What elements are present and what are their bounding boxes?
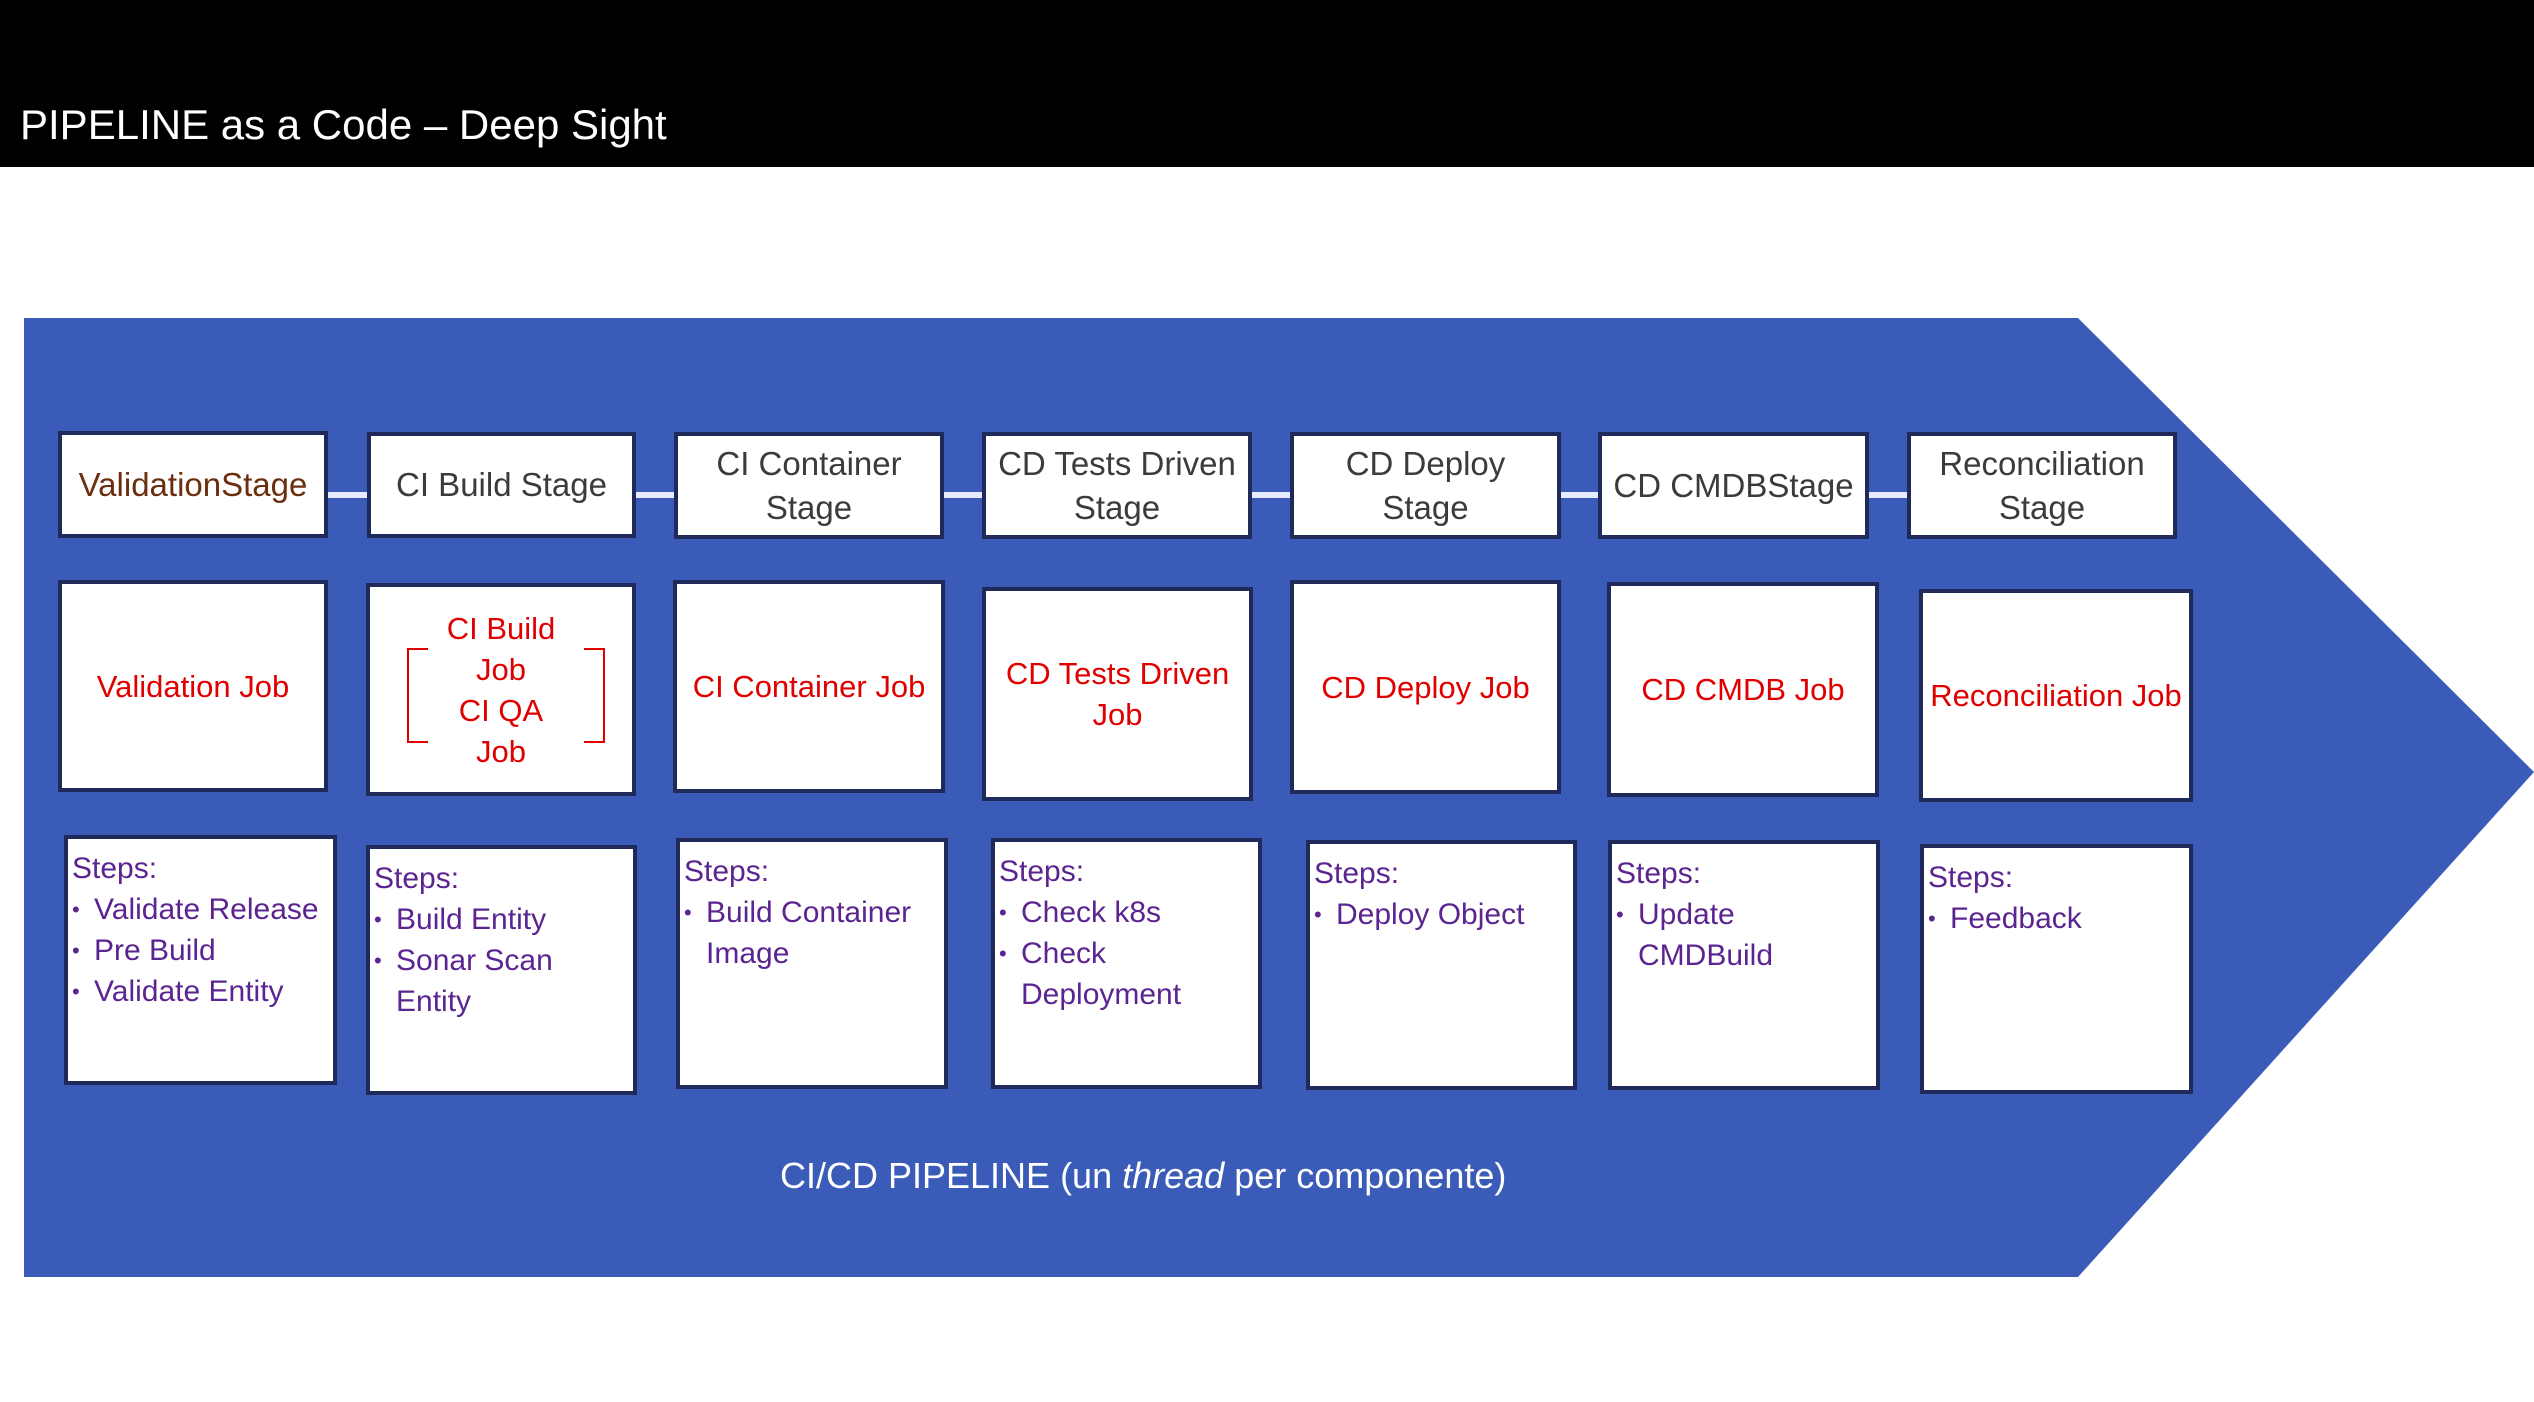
steps-box-cd-deploy: Steps: Deploy Object [1306,840,1577,1090]
steps-box-validation: Steps: Validate Release Pre Build Valida… [64,835,337,1085]
stage-box-validation: ValidationStage [58,431,328,538]
steps-list: Feedback [1928,898,2082,939]
stage-label: ValidationStage [78,465,308,503]
job-box-ci-build: CI Build Job CI QA Job [366,583,636,796]
steps-box-ci-build: Steps: Build Entity Sonar Scan Entity [366,845,637,1095]
bracket-icon [407,648,605,743]
steps-title: Steps: [684,855,770,888]
steps-list: Update CMDBuild [1616,894,1773,976]
stage-connectors [328,492,1907,498]
page-title: PIPELINE as a Code – Deep Sight [20,101,667,148]
stage-box-ci-container: CI Container Stage [674,432,944,539]
stage-label: Reconciliation Stage [1939,444,2145,526]
steps-list: Validate Release Pre Build Validate Enti… [72,889,319,1012]
stage-connector [1869,492,1907,498]
step-item: Check k8s [999,892,1181,933]
steps-box-ci-container: Steps: Build Container Image [676,838,948,1089]
title-bar: PIPELINE as a Code – Deep Sight [0,0,2534,167]
steps-title: Steps: [1616,857,1702,890]
job-label: CD Tests Driven Job [1005,656,1230,732]
stage-label: CD CMDBStage [1613,466,1854,504]
stage-box-reconciliation: Reconciliation Stage [1907,432,2177,539]
stage-label: CI Container Stage [716,444,902,526]
pipeline-arrow-shape [24,318,2534,1277]
job-box-reconciliation: Reconciliation Job [1919,589,2193,802]
job-box-cd-deploy: CD Deploy Job [1290,580,1561,794]
stage-label: CD Tests Driven Stage [998,444,1236,526]
step-item: Build Entity [374,899,629,940]
stage-connector [1561,492,1598,498]
step-item: Validate Release [72,889,319,930]
job-label: CD CMDB Job [1641,672,1845,707]
steps-box-reconciliation: Steps: Feedback [1920,844,2193,1094]
job-label: CD Deploy Job [1321,669,1530,705]
job-box-validation: Validation Job [58,580,328,792]
step-item: Pre Build [72,930,319,971]
stage-box-cd-cmdb: CD CMDBStage [1598,432,1869,539]
stage-label: CI Build Stage [396,466,607,503]
job-label: CI Container Job [692,669,926,704]
job-box-cd-tests-driven: CD Tests Driven Job [982,587,1253,801]
pipeline-caption-emphasis: thread [1122,1155,1225,1196]
stage-box-ci-build: CI Build Stage [367,432,636,538]
steps-box-cd-cmdb: Steps: Update CMDBuild [1608,840,1880,1090]
steps-title: Steps: [374,862,460,895]
step-item: Validate Entity [72,971,319,1012]
stage-connector [636,492,674,498]
steps-title: Steps: [999,855,1085,888]
job-box-ci-container: CI Container Job [673,580,945,793]
pipeline-caption-suffix: per componente) [1224,1155,1507,1196]
steps-title: Steps: [1928,861,2014,894]
stage-connector [1252,492,1290,498]
stage-connector [944,492,982,498]
stage-box-cd-tests-driven: CD Tests Driven Stage [982,432,1252,539]
step-item: Update CMDBuild [1616,894,1773,976]
stage-connector [328,492,367,498]
job-label: CI Build Job CI QA Job [446,610,556,769]
steps-list: Build Entity Sonar Scan Entity [374,899,629,1022]
job-label: Validation Job [96,668,290,704]
job-box-cd-cmdb: CD CMDB Job [1607,582,1879,797]
steps-list: Check k8s Check Deployment [999,892,1181,1015]
steps-title: Steps: [1314,857,1400,890]
stage-label: CD Deploy Stage [1345,444,1506,526]
steps-list: Build Container Image [684,892,911,974]
step-item: Deploy Object [1314,894,1524,935]
step-item: Check Deployment [999,933,1181,1015]
steps-list: Deploy Object [1314,894,1524,935]
steps-title: Steps: [72,852,158,885]
stage-box-cd-deploy: CD Deploy Stage [1290,432,1561,539]
step-item: Feedback [1928,898,2082,939]
steps-box-cd-tests-driven: Steps: Check k8s Check Deployment [991,838,1262,1089]
pipeline-caption-prefix: CI/CD PIPELINE (un [780,1155,1123,1196]
job-label: Reconciliation Job [1930,678,2182,713]
step-item: Build Container Image [684,892,911,974]
pipeline-caption: CI/CD PIPELINE (un thread per componente… [780,1150,1506,1202]
step-item: Sonar Scan Entity [374,940,629,1022]
